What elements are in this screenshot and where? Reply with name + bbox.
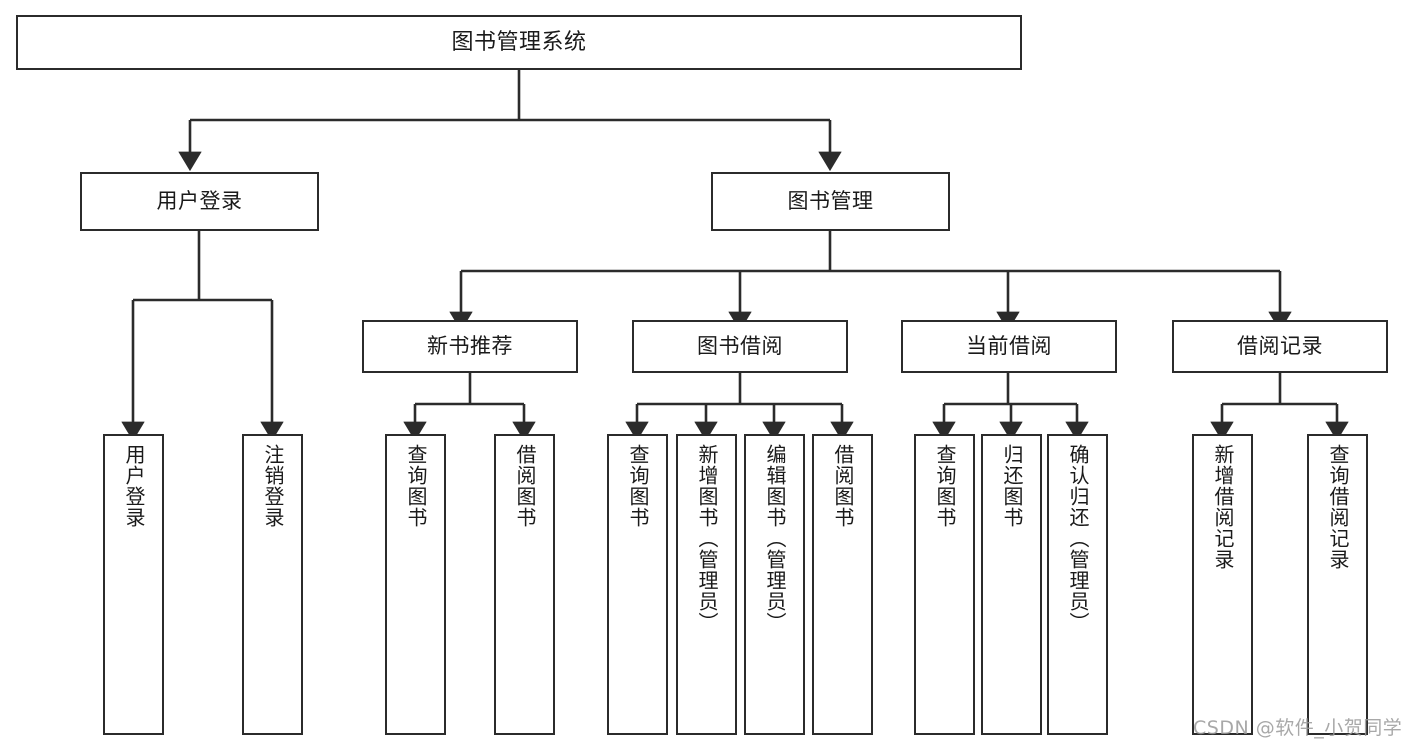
leaf-borrow-borrow-book[interactable]: 借阅图书 [812, 434, 873, 735]
node-label: 借阅图书 [831, 444, 855, 528]
node-label: 用户登录 [156, 189, 243, 214]
node-current-borrow[interactable]: 当前借阅 [901, 320, 1117, 373]
node-label: 查询图书 [626, 444, 650, 528]
node-label: 图书管理 [787, 189, 874, 214]
node-label: 查询借阅记录 [1326, 444, 1350, 570]
leaf-current-return-book[interactable]: 归还图书 [981, 434, 1042, 735]
node-label: 新增图书（管理员） [695, 444, 719, 633]
leaf-borrow-edit-book-admin[interactable]: 编辑图书（管理员） [744, 434, 805, 735]
csdn-watermark: CSDN @软件_小贺同学 [1193, 717, 1403, 739]
leaf-user-login-signout[interactable]: 注销登录 [242, 434, 303, 735]
node-label: 新书推荐 [427, 334, 513, 359]
node-label: 用户登录 [122, 444, 146, 528]
node-label: 查询图书 [404, 444, 428, 528]
node-label: 借阅图书 [513, 444, 537, 528]
leaf-current-query-book[interactable]: 查询图书 [914, 434, 975, 735]
node-label: 归还图书 [1000, 444, 1024, 528]
node-label: 编辑图书（管理员） [763, 444, 787, 633]
node-label: 注销登录 [261, 444, 285, 528]
node-borrow-record[interactable]: 借阅记录 [1172, 320, 1388, 373]
leaf-borrow-add-book-admin[interactable]: 新增图书（管理员） [676, 434, 737, 735]
node-label: 当前借阅 [966, 334, 1052, 359]
leaf-current-confirm-return-admin[interactable]: 确认归还（管理员） [1047, 434, 1108, 735]
node-label: 图书借阅 [697, 334, 783, 359]
node-user-login[interactable]: 用户登录 [80, 172, 319, 231]
node-label: 新增借阅记录 [1211, 444, 1235, 570]
node-label: 查询图书 [933, 444, 957, 528]
node-book-management[interactable]: 图书管理 [711, 172, 950, 231]
leaf-record-query-borrow-record[interactable]: 查询借阅记录 [1307, 434, 1368, 735]
node-book-borrow[interactable]: 图书借阅 [632, 320, 848, 373]
node-label: 确认归还（管理员） [1066, 444, 1090, 633]
node-label: 图书管理系统 [451, 29, 587, 55]
leaf-record-add-borrow-record[interactable]: 新增借阅记录 [1192, 434, 1253, 735]
node-new-book-recommend[interactable]: 新书推荐 [362, 320, 578, 373]
node-root-system[interactable]: 图书管理系统 [16, 15, 1022, 70]
leaf-user-login-signin[interactable]: 用户登录 [103, 434, 164, 735]
leaf-new-book-borrow[interactable]: 借阅图书 [494, 434, 555, 735]
leaf-borrow-query-book[interactable]: 查询图书 [607, 434, 668, 735]
leaf-new-book-query[interactable]: 查询图书 [385, 434, 446, 735]
node-label: 借阅记录 [1237, 334, 1323, 359]
